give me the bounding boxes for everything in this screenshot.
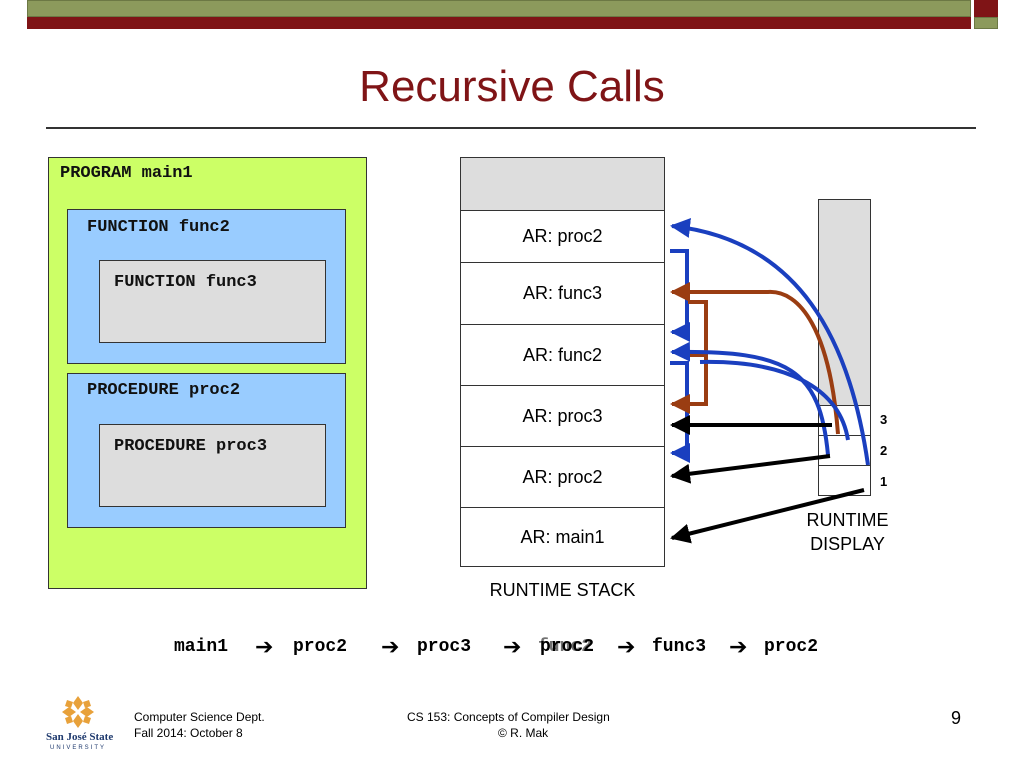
function-func3-label: FUNCTION func3: [114, 273, 257, 292]
display-cell-1: [819, 465, 870, 495]
display-link-func2-curve2: [699, 359, 850, 441]
top-bar-red: [27, 17, 971, 29]
display-index-3: 3: [880, 412, 888, 427]
function-func2-label: FUNCTION func2: [87, 218, 230, 237]
display-cell-3: [819, 405, 870, 435]
runtime-display-label-line1: RUNTIME: [806, 510, 889, 530]
footer-dept: Computer Science Dept.: [134, 710, 265, 724]
page-number: 9: [951, 708, 962, 728]
display-pointer-2: [670, 454, 831, 484]
stack-frame-proc3: AR: proc3: [461, 385, 664, 446]
static-link-func2: [670, 361, 690, 463]
stack-frame-main1: AR: main1: [461, 507, 664, 566]
sequence-item-proc2-c: proc2: [764, 637, 819, 657]
static-link-func3: [688, 300, 708, 356]
sequence-item-func3: func3: [652, 637, 707, 657]
display-index-2: 2: [880, 443, 888, 458]
slide-title: Recursive Calls: [359, 62, 665, 111]
stack-frame-func2: AR: func2: [461, 324, 664, 385]
sequence-item-proc3: proc3: [417, 637, 472, 657]
display-pointer-1: [670, 488, 865, 544]
runtime-stack-label: RUNTIME STACK: [489, 580, 636, 600]
sequence-item-proc2-b: proc2: [540, 637, 595, 657]
logo-wordmark: San José State: [46, 731, 114, 743]
top-corner-red: [974, 0, 998, 17]
sequence-item-proc2: proc2: [293, 637, 348, 657]
procedure-proc3-box: PROCEDURE proc3: [99, 424, 326, 507]
runtime-stack: AR: proc2 AR: func3 AR: func2 AR: proc3 …: [460, 157, 665, 567]
static-link-proc3: [670, 353, 708, 414]
stack-frame-func3: AR: func3: [461, 262, 664, 324]
procedure-proc3-label: PROCEDURE proc3: [114, 437, 268, 456]
runtime-display-label-line2: DISPLAY: [810, 534, 885, 554]
program-main1-label: PROGRAM main1: [60, 164, 193, 183]
sequence-arrow-icon: ➔: [503, 634, 522, 659]
logo-subtext: UNIVERSITY: [50, 745, 107, 751]
procedure-proc2-label: PROCEDURE proc2: [87, 381, 241, 400]
top-bar-olive: [27, 0, 971, 17]
display-index-1: 1: [880, 474, 888, 489]
sequence-arrow-icon: ➔: [381, 634, 400, 659]
university-logo-icon: [62, 696, 94, 728]
footer-author: © R. Mak: [498, 726, 549, 740]
title-divider: [46, 127, 976, 129]
top-corner-olive: [974, 17, 998, 29]
display-link-proc2-curve: [670, 218, 870, 466]
sequence-arrow-icon: ➔: [255, 634, 274, 659]
sequence-item-main1: main1: [174, 637, 229, 657]
stack-frame-proc2: AR: proc2: [461, 446, 664, 507]
sequence-item-func2: func2: [538, 637, 593, 657]
footer-course: CS 153: Concepts of Compiler Design: [407, 710, 610, 724]
footer-term: Fall 2014: October 8: [134, 726, 243, 740]
function-func3-box: FUNCTION func3: [99, 260, 326, 343]
runtime-display-label: RUNTIME DISPLAY: [785, 508, 910, 556]
sequence-arrow-icon: ➔: [729, 634, 748, 659]
stack-frame-proc2-top: AR: proc2: [461, 210, 664, 262]
display-cell-2: [819, 435, 870, 465]
display-link-func3-curve: [670, 282, 840, 435]
sequence-arrow-icon: ➔: [617, 634, 636, 659]
stack-free-space: [461, 158, 664, 210]
